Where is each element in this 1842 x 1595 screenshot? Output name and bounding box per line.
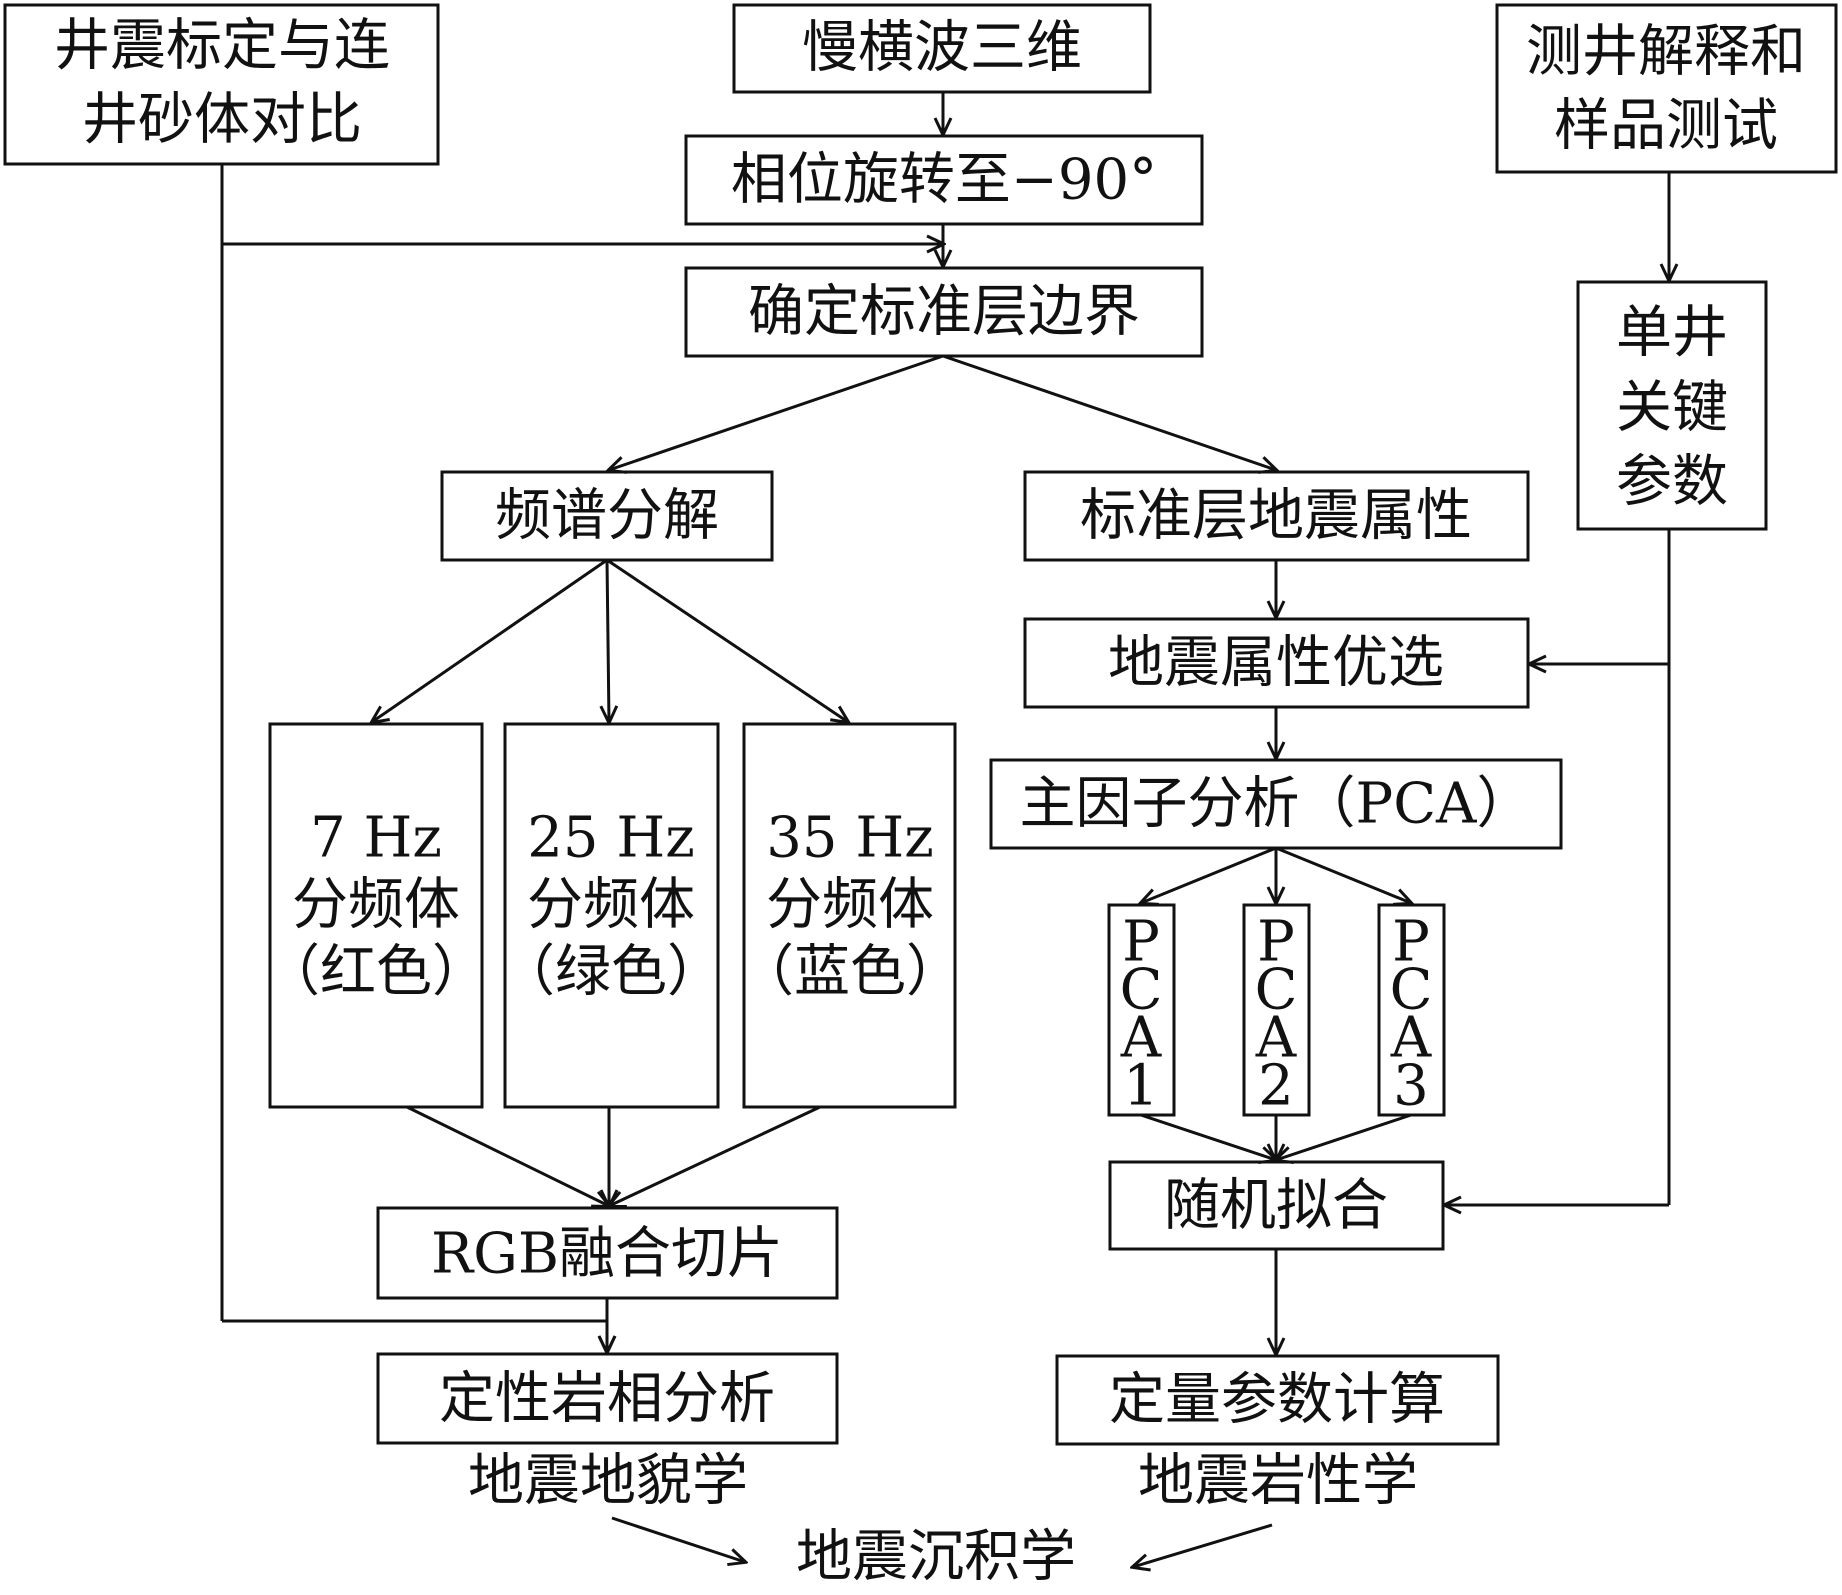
freq-25-line2: 分频体 (527, 873, 695, 938)
box-freq-7 (268, 722, 484, 1109)
box-freq-35 (742, 722, 957, 1109)
pca1-char4: 1 (1123, 1054, 1159, 1119)
lithology-label: 地震岩性学 (1138, 1449, 1418, 1514)
arrow-pca1-randomfit (1140, 1113, 1276, 1160)
pca-label: 主因子分析（PCA） (1020, 772, 1533, 837)
single-well-line3: 参数 (1616, 450, 1728, 515)
qualitative-label: 定性岩相分析 (439, 1367, 775, 1432)
pca2-char2: C (1255, 958, 1298, 1023)
pca2-char3: A (1255, 1006, 1297, 1071)
arrow-lithology-sedimentology (1133, 1523, 1273, 1567)
box-well-tie (3, 3, 440, 166)
well-tie-line1: 井震标定与连 (54, 14, 390, 79)
freq-7-line2: 分频体 (292, 873, 460, 938)
well-log-line2: 样品测试 (1554, 94, 1778, 159)
phase-rotation-label: 相位旋转至−90° (731, 148, 1157, 213)
pca1-char1: P (1122, 910, 1160, 975)
freq-7-line1: 7 Hz (310, 806, 442, 871)
box-qualitative (376, 1352, 839, 1445)
arrow-spectral-25hz (607, 559, 609, 722)
arrow-35hz-rgb (609, 1105, 821, 1206)
arrow-pca3-randomfit (1276, 1113, 1412, 1160)
arrow-spectral-35hz (606, 558, 848, 722)
freq-35-line3: （蓝色） (738, 940, 962, 1005)
pca3-char2: C (1390, 958, 1433, 1023)
horizon-attr-label: 标准层地震属性 (1080, 484, 1472, 549)
arrow-boundary-horizon (942, 354, 1276, 470)
arrow-welltie-qualitative (222, 1319, 607, 1352)
arrow-geomorph-sedimentology (611, 1516, 745, 1562)
freq-7-line3: （红色） (264, 940, 488, 1005)
box-boundary (684, 266, 1204, 358)
boundary-label: 确定标准层边界 (748, 280, 1140, 345)
single-well-line2: 关键 (1616, 376, 1728, 441)
arrow-spectral-7hz (372, 558, 608, 722)
sedimentology-label: 地震沉积学 (796, 1525, 1076, 1590)
slow-shear-label: 慢横波三维 (802, 16, 1082, 81)
well-tie-line2: 井砂体对比 (82, 88, 362, 153)
box-single-well (1576, 280, 1768, 531)
box-slow-shear (732, 3, 1152, 94)
box-well-log (1495, 3, 1838, 174)
box-quantitative (1055, 1354, 1500, 1446)
box-rgb-slice (376, 1206, 839, 1300)
rgb-slice-label: RGB融合切片 (431, 1222, 783, 1287)
freq-25-line3: （绿色） (499, 940, 723, 1005)
arrow-boundary-spectral (609, 354, 944, 470)
pca1-char2: C (1120, 958, 1163, 1023)
box-attr-select (1023, 617, 1530, 709)
pca3-char4: 3 (1393, 1054, 1429, 1119)
attr-select-label: 地震属性优选 (1108, 631, 1444, 696)
pca3-char1: P (1392, 910, 1430, 975)
well-log-line1: 测井解释和 (1526, 20, 1806, 85)
arrow-7hz-rgb (406, 1105, 609, 1206)
random-fit-label: 随机拟合 (1164, 1174, 1388, 1239)
geomorph-label: 地震地貌学 (468, 1449, 748, 1514)
pca2-char1: P (1257, 910, 1295, 975)
freq-25-line1: 25 Hz (527, 806, 694, 871)
box-horizon-attr (1023, 470, 1530, 562)
box-freq-25 (503, 722, 720, 1109)
pca1-char3: A (1120, 1006, 1162, 1071)
freq-35-line1: 35 Hz (766, 806, 933, 871)
freq-35-line2: 分频体 (766, 873, 934, 938)
quantitative-label: 定量参数计算 (1109, 1368, 1445, 1433)
pca3-char3: A (1390, 1006, 1432, 1071)
box-random-fit (1108, 1160, 1445, 1251)
arrow-pca-pca1 (1141, 846, 1277, 903)
spectral-label: 频谱分解 (495, 484, 719, 549)
box-pca3 (1377, 903, 1446, 1117)
single-well-line1: 单井 (1616, 301, 1728, 366)
arrow-pca-pca3 (1275, 846, 1411, 903)
pca2-char4: 2 (1258, 1054, 1294, 1119)
